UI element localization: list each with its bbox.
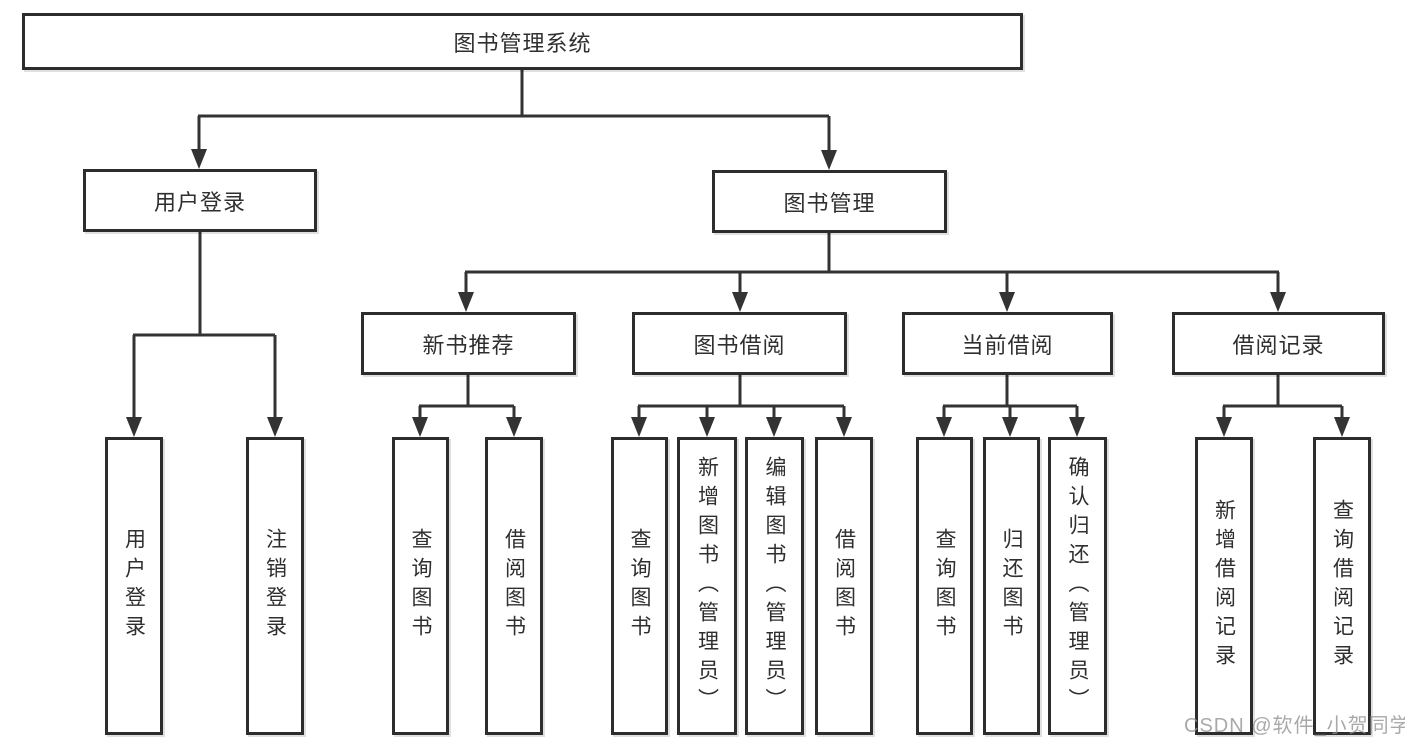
leaf-user-login: 用户登录 <box>105 437 163 735</box>
node-book-borrowing: 图书借阅 <box>632 312 847 375</box>
leaf-query-books-recommend: 查询图书 <box>392 437 449 735</box>
leaf-add-book-admin: 新增图书（管理员） <box>677 437 737 735</box>
leaf-confirm-return-admin: 确认归还（管理员） <box>1048 437 1107 735</box>
node-user-login: 用户登录 <box>83 169 317 232</box>
node-label: 编辑图书（管理员） <box>763 455 786 717</box>
node-label: 查询借阅记录 <box>1330 499 1354 673</box>
leaf-edit-book-admin: 编辑图书（管理员） <box>745 437 804 735</box>
node-label: 新增借阅记录 <box>1212 499 1236 673</box>
node-label: 图书管理系统 <box>453 30 592 56</box>
node-label: 用户登录 <box>122 528 146 644</box>
node-label: 借阅记录 <box>1232 332 1325 358</box>
leaf-borrow-books-borrowing: 借阅图书 <box>815 437 873 735</box>
node-current-borrowing: 当前借阅 <box>902 312 1113 375</box>
leaf-logout: 注销登录 <box>246 437 304 735</box>
node-new-book-recommendation: 新书推荐 <box>361 312 576 375</box>
leaf-query-books-borrowing: 查询图书 <box>611 437 668 735</box>
node-label: 图书借阅 <box>693 332 786 358</box>
node-label: 注销登录 <box>263 528 287 644</box>
node-book-management: 图书管理 <box>712 170 947 233</box>
node-label: 图书管理 <box>783 190 876 216</box>
node-label: 当前借阅 <box>961 332 1054 358</box>
node-label: 用户登录 <box>153 189 246 215</box>
leaf-borrow-books-recommend: 借阅图书 <box>485 437 543 735</box>
node-label: 新书推荐 <box>422 332 515 358</box>
leaf-query-borrow-record: 查询借阅记录 <box>1313 437 1371 735</box>
leaf-query-books-current: 查询图书 <box>916 437 973 735</box>
leaf-add-borrow-record: 新增借阅记录 <box>1195 437 1253 735</box>
csdn-watermark: CSDN @软件_小贺同学 <box>1184 715 1405 737</box>
node-label: 查询图书 <box>628 528 651 644</box>
node-label: 确认归还（管理员） <box>1066 455 1089 717</box>
leaf-return-books: 归还图书 <box>983 437 1040 735</box>
node-label: 借阅图书 <box>502 528 526 644</box>
node-label: 查询图书 <box>409 528 432 644</box>
node-label: 借阅图书 <box>832 528 856 644</box>
node-label: 新增图书（管理员） <box>695 455 719 717</box>
node-label: 归还图书 <box>1000 528 1023 644</box>
node-label: 查询图书 <box>933 528 956 644</box>
node-borrowing-records: 借阅记录 <box>1172 312 1385 375</box>
node-library-management-system: 图书管理系统 <box>22 13 1023 70</box>
